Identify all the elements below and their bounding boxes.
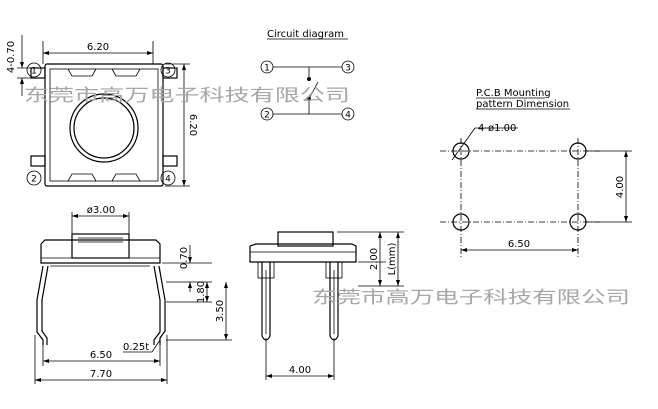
dim-thickness: 0.25t — [123, 342, 149, 353]
top-view: 6.20 6.20 4-0.70 1 — [6, 35, 198, 187]
circuit-pin-2-label: 2 — [264, 111, 270, 121]
pcb-title-line1: P.C.B Mounting — [476, 88, 551, 99]
dim-400: 4.00 — [289, 365, 311, 376]
dim-top-height: 6.20 — [187, 114, 198, 136]
circuit-diagram: Circuit diagram 1 3 2 4 — [260, 29, 355, 121]
watermark-bottom: 东莞市高万电子科技有限公司 — [312, 288, 630, 308]
dim-770: 7.70 — [90, 369, 112, 380]
side-view: 2.00 L(mm) 4.00 — [249, 231, 404, 380]
top-pin-4-label: 4 — [165, 175, 171, 185]
pcb-title-line2: pattern Dimension — [476, 99, 569, 110]
watermark-top: 东莞市高万电子科技有限公司 — [24, 86, 350, 106]
circuit-pin-1-label: 1 — [264, 64, 270, 74]
dim-pin-width: 4-0.70 — [6, 41, 17, 73]
top-pin-2-label: 2 — [31, 175, 37, 185]
circuit-pin-3-label: 3 — [345, 64, 351, 74]
dim-pcb-pitch-x: 6.50 — [508, 239, 530, 250]
top-pin-3-label: 3 — [165, 67, 171, 77]
dim-650: 6.50 — [90, 350, 112, 361]
pcb-pattern: P.C.B Mounting pattern Dimension 4-ø1.00… — [440, 88, 632, 258]
dim-pcb-pitch-y: 4.00 — [615, 176, 626, 198]
front-view: ø3.00 0.70 1.80 3.50 0 — [34, 205, 232, 384]
circuit-title: Circuit diagram — [267, 29, 344, 40]
top-pin-1-label: 1 — [31, 67, 37, 77]
dim-button-diameter: ø3.00 — [87, 205, 115, 216]
dim-hole-diameter: 4-ø1.00 — [478, 123, 516, 134]
dim-top-width: 6.20 — [87, 42, 109, 53]
dim-200: 2.00 — [369, 248, 380, 270]
circuit-pin-4-label: 4 — [345, 111, 351, 121]
dim-070: 0.70 — [179, 247, 190, 269]
dim-L: L(mm) — [387, 242, 398, 275]
dim-350: 3.50 — [215, 300, 226, 322]
dim-180: 1.80 — [196, 281, 207, 303]
